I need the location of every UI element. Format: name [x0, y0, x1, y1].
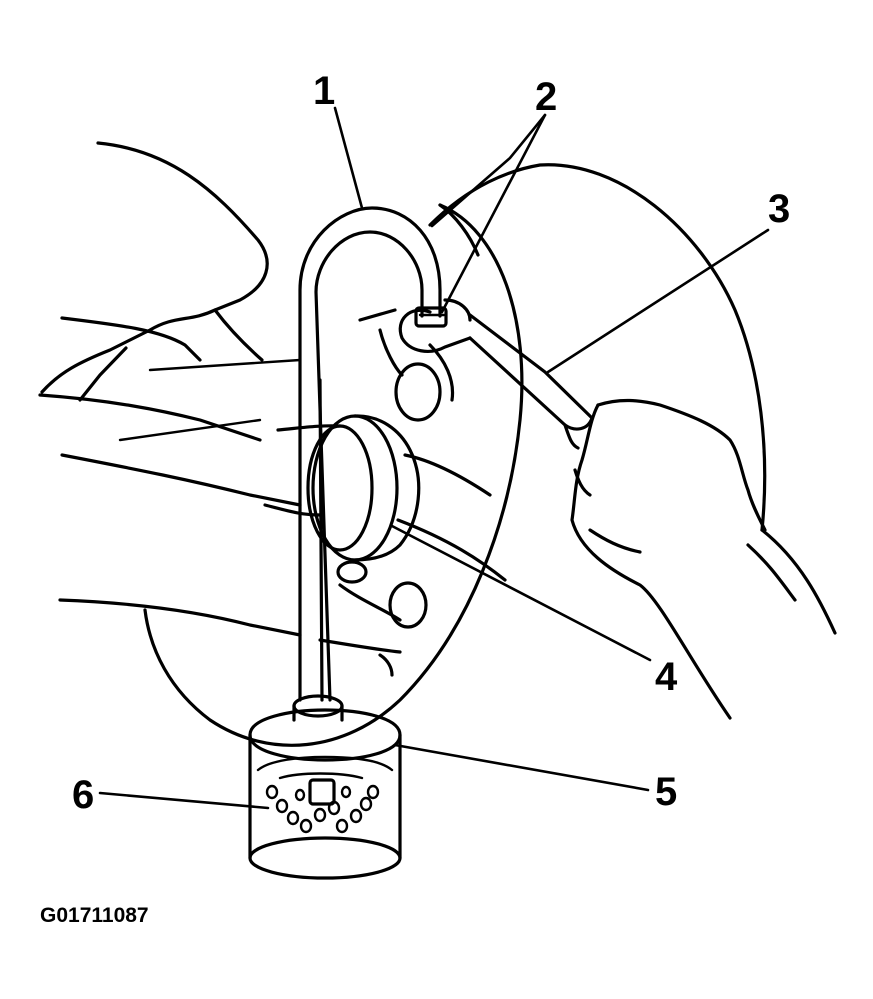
callout-4: 4: [655, 655, 678, 699]
leader-3: [546, 228, 770, 374]
callout-5: 5: [655, 770, 677, 814]
wheel-housing: [428, 163, 837, 635]
leader-6: [98, 791, 270, 810]
bleeder-plug: [414, 306, 448, 328]
callout-6: 6: [72, 773, 94, 817]
suspension-arm: [38, 141, 302, 507]
leader-5: [393, 743, 650, 792]
callout-3: 3: [768, 187, 790, 231]
brake-caliper: [263, 414, 507, 677]
leader-2b: [430, 113, 547, 228]
callout-2: 2: [535, 75, 557, 119]
box-end-wrench: [398, 298, 594, 450]
leader-4: [390, 524, 652, 662]
callouts: 1 2 3 4 5 6: [72, 69, 790, 817]
bleeder-boss: [358, 308, 455, 422]
leader-lines: [98, 106, 770, 810]
leader-2: [440, 113, 547, 314]
lower-arm: [58, 598, 302, 637]
figure-code: G01711087: [40, 904, 149, 927]
fluid-container: [248, 694, 402, 880]
vinyl-tube: [298, 206, 442, 702]
leader-1: [333, 106, 364, 210]
hand: [570, 398, 767, 720]
callout-1: 1: [313, 69, 335, 113]
air-bubbles: [265, 772, 380, 834]
brake-disc-rotor: [143, 203, 524, 747]
